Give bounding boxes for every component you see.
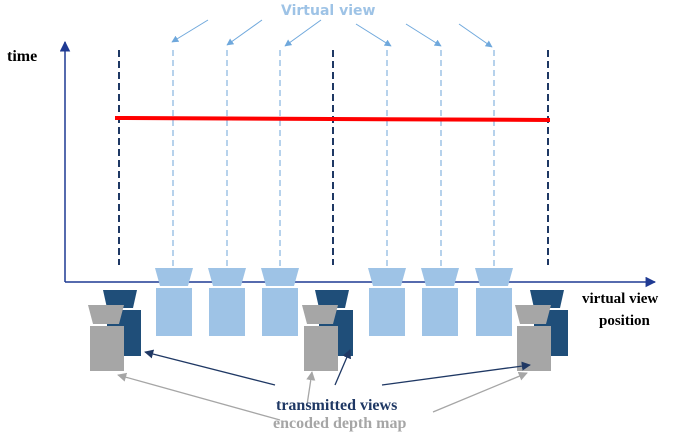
position-axis-label-line2: position <box>599 313 651 329</box>
light-blue-camera-icon <box>475 268 513 336</box>
transmitted-view-lines <box>118 50 549 265</box>
time-axis-label: time <box>7 48 37 65</box>
gray-camera-icon <box>302 305 338 371</box>
encoded-depth-map-label: encoded depth map <box>273 415 406 432</box>
transmitted-views-label: transmitted views <box>276 397 397 414</box>
virtual-cameras <box>155 268 513 336</box>
camera-pair-left <box>88 290 141 371</box>
light-blue-camera-icon <box>208 268 246 336</box>
time-slice-line <box>114 116 551 122</box>
transmitted-view-arrows <box>144 349 531 386</box>
virtual-view-lines <box>172 50 495 267</box>
gray-camera-icon <box>515 305 551 371</box>
camera-pair-middle <box>302 290 353 371</box>
light-blue-camera-icon <box>261 268 299 336</box>
light-blue-camera-icon <box>421 268 459 336</box>
camera-pair-right <box>515 290 568 371</box>
light-blue-camera-icon <box>155 268 193 336</box>
virtual-view-arrows <box>171 19 493 48</box>
light-blue-camera-icon <box>368 268 406 336</box>
virtual-view-label: Virtual view <box>281 3 375 19</box>
gray-camera-icon <box>88 305 124 371</box>
depth-map-arrows <box>117 371 528 421</box>
position-axis-label-line1: virtual view <box>582 291 658 307</box>
